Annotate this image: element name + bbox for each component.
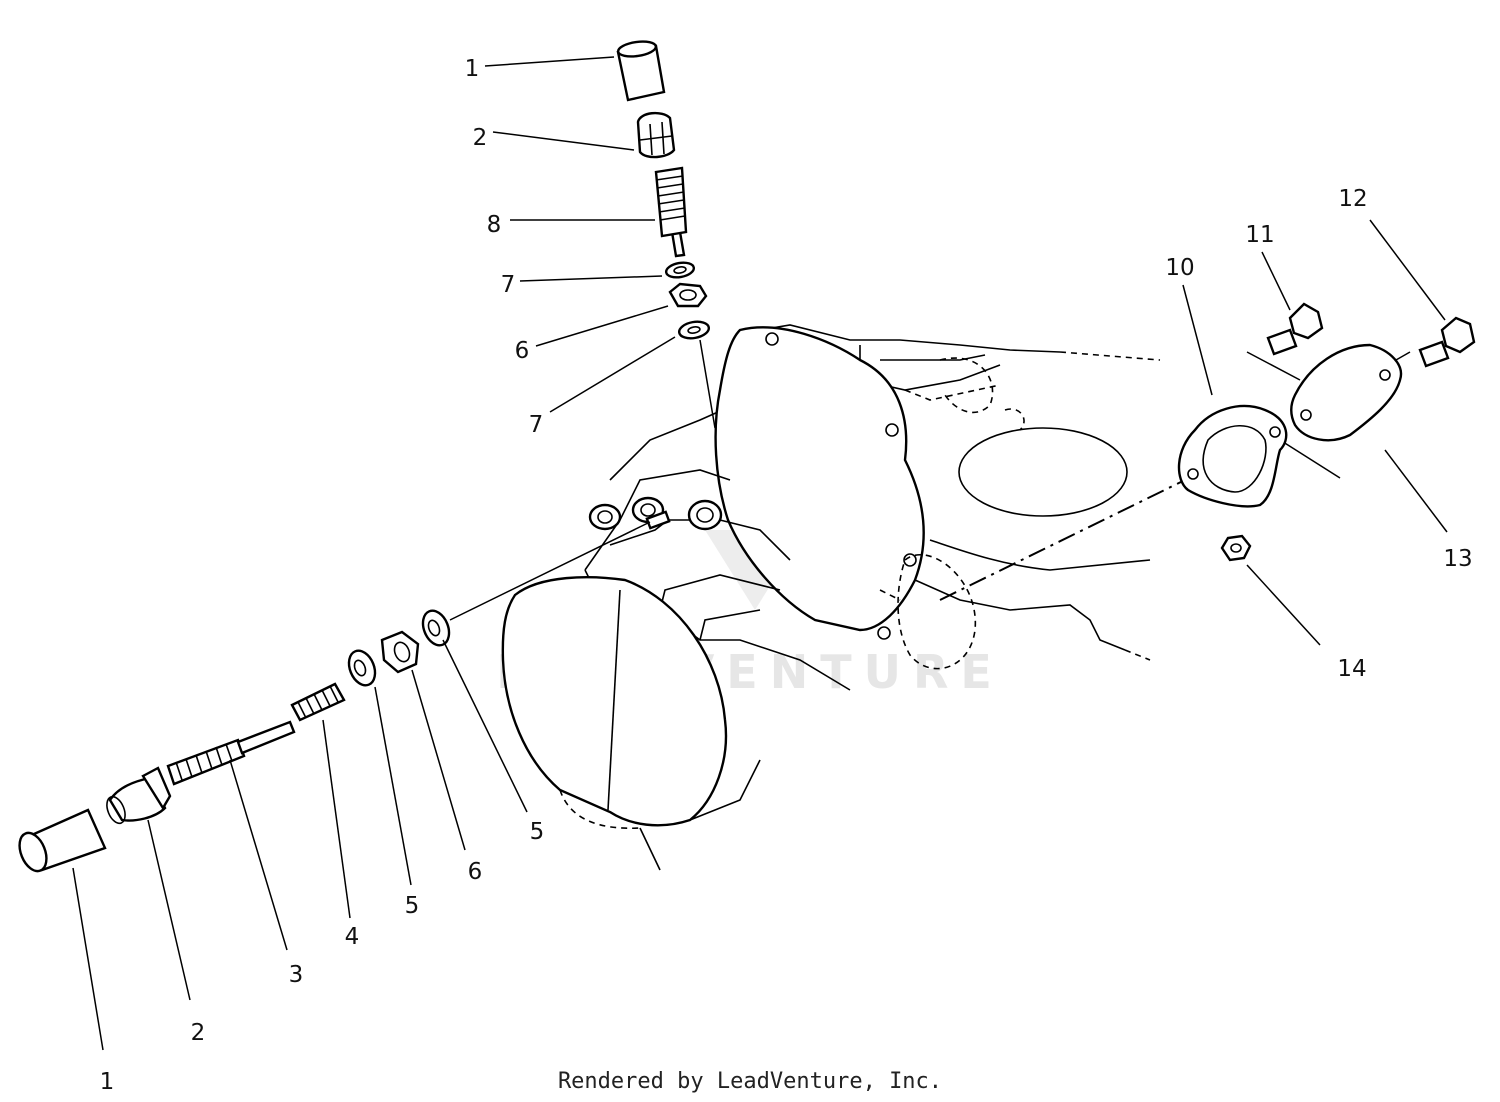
callout-14: 14 bbox=[1337, 656, 1366, 682]
callout-3: 3 bbox=[289, 962, 304, 988]
callout-2-top: 2 bbox=[473, 125, 488, 151]
callout-7-top: 7 bbox=[501, 272, 516, 298]
nut-14 bbox=[1220, 534, 1252, 562]
gasket bbox=[1177, 404, 1288, 508]
lower-valve-assembly bbox=[18, 609, 451, 873]
washer-lower-1 bbox=[347, 649, 377, 687]
cap-lower bbox=[18, 808, 107, 873]
washer-top-1 bbox=[664, 261, 696, 279]
cover-plate bbox=[1290, 343, 1403, 442]
callout-1-top: 1 bbox=[465, 56, 480, 82]
nut-lower bbox=[380, 630, 420, 674]
callout-11: 11 bbox=[1245, 222, 1274, 248]
plug-top bbox=[636, 111, 676, 159]
plug-lower bbox=[106, 766, 172, 825]
footer-credit: Rendered by LeadVenture, Inc. bbox=[558, 1069, 942, 1094]
callout-labels: 1 2 8 7 6 7 10 11 12 13 14 5 6 5 4 3 2 1 bbox=[100, 56, 1473, 1095]
bolt-11 bbox=[1266, 302, 1324, 356]
top-valve-assembly bbox=[616, 40, 711, 340]
callout-2-lower: 2 bbox=[191, 1020, 206, 1046]
washer-lower-2 bbox=[421, 609, 451, 647]
stem-spring-top bbox=[654, 166, 688, 258]
callout-7-lower: 7 bbox=[529, 412, 544, 438]
stem-lower bbox=[166, 720, 296, 786]
callout-10: 10 bbox=[1165, 255, 1194, 281]
callout-12: 12 bbox=[1338, 186, 1367, 212]
callout-6-lower: 6 bbox=[468, 859, 483, 885]
bolt-12 bbox=[1418, 316, 1476, 368]
cap-top bbox=[616, 40, 666, 102]
leader-lines bbox=[72, 56, 1448, 1051]
callout-13: 13 bbox=[1443, 546, 1472, 572]
callout-6-top: 6 bbox=[515, 338, 530, 364]
callout-4: 4 bbox=[345, 924, 360, 950]
cover-plate-assembly bbox=[1177, 302, 1476, 562]
callout-5-left: 5 bbox=[405, 893, 420, 919]
callout-5-right: 5 bbox=[530, 819, 545, 845]
washer-top-2 bbox=[677, 320, 711, 340]
callout-1-lower: 1 bbox=[100, 1069, 115, 1095]
transmission-housing bbox=[501, 324, 1161, 871]
callout-8: 8 bbox=[487, 212, 502, 238]
nut-top bbox=[668, 282, 708, 308]
spring-lower bbox=[290, 682, 346, 722]
